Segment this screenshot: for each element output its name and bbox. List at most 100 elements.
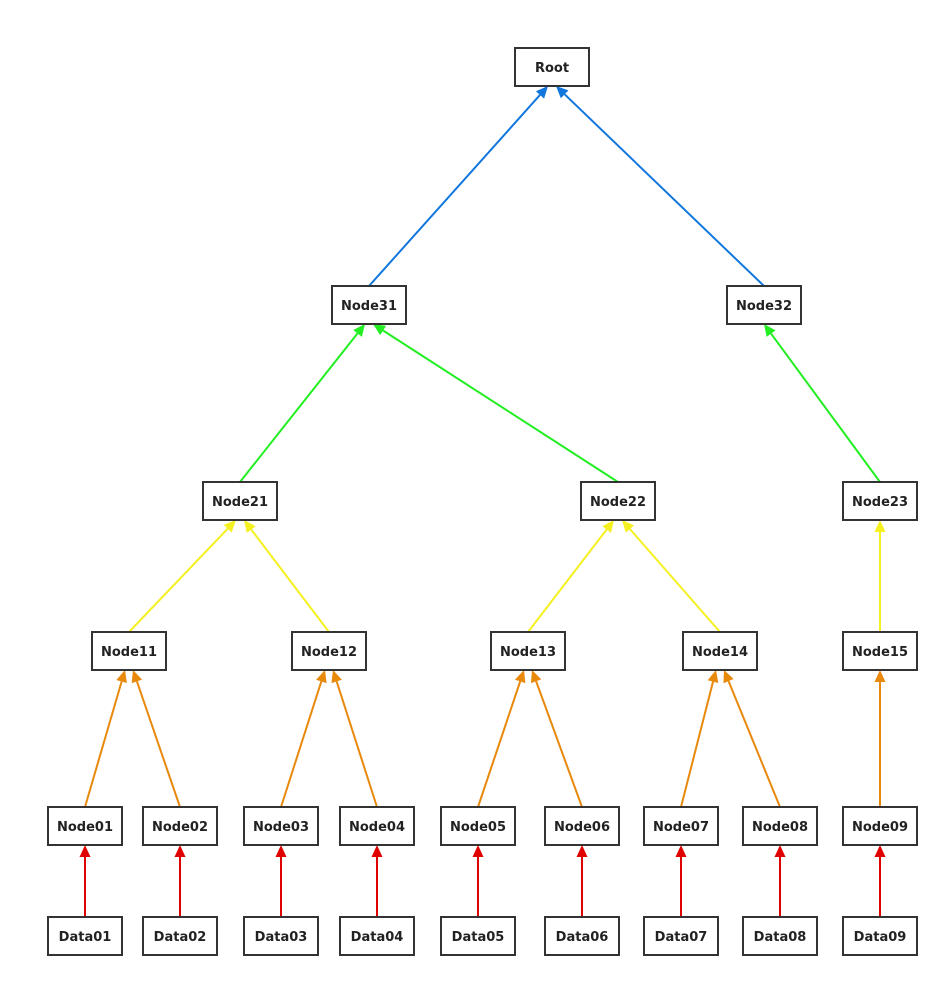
edge-line xyxy=(527,528,608,633)
node-label: Data02 xyxy=(154,930,207,945)
arrowhead xyxy=(223,520,236,533)
node-label: Root xyxy=(535,61,569,76)
edge-node09-to-node15 xyxy=(874,670,886,807)
node-label: Node09 xyxy=(852,820,908,835)
edge-line xyxy=(84,681,123,808)
node-box xyxy=(440,806,516,846)
edge-node31-to-root xyxy=(368,86,548,287)
edge-line xyxy=(128,527,229,633)
tree-node-node06: Node06 xyxy=(544,806,620,846)
edge-node07-to-node14 xyxy=(680,670,719,808)
tree-node-node05: Node05 xyxy=(440,806,516,846)
edge-line xyxy=(280,681,323,808)
arrowhead xyxy=(774,845,786,857)
tree-node-data05: Data05 xyxy=(440,916,516,956)
node-label: Node04 xyxy=(349,820,405,835)
node-box xyxy=(842,916,918,956)
arrowhead xyxy=(244,520,256,533)
node-box xyxy=(47,916,123,956)
edges-layer xyxy=(79,86,886,917)
node-label: Node23 xyxy=(852,495,908,510)
node-box xyxy=(142,916,218,956)
tree-node-data06: Data06 xyxy=(544,916,620,956)
node-box xyxy=(339,916,415,956)
edge-line xyxy=(770,333,881,483)
edge-node08-to-node14 xyxy=(723,670,781,808)
node-box xyxy=(544,806,620,846)
arrowhead xyxy=(514,670,526,684)
node-label: Data06 xyxy=(556,930,609,945)
arrowhead xyxy=(874,845,886,857)
arrowhead xyxy=(174,845,186,857)
node-label: Node14 xyxy=(692,645,748,660)
edge-line xyxy=(680,681,714,808)
edge-node13-to-node22 xyxy=(527,520,614,633)
tree-node-node04: Node04 xyxy=(339,806,415,846)
node-box xyxy=(742,806,818,846)
arrowhead xyxy=(576,845,588,857)
node-label: Node22 xyxy=(590,495,646,510)
tree-node-data07: Data07 xyxy=(643,916,719,956)
edge-line xyxy=(535,680,583,808)
arrowhead xyxy=(275,845,287,857)
node-box xyxy=(742,916,818,956)
edge-line xyxy=(382,329,619,483)
tree-node-node21: Node21 xyxy=(202,481,278,521)
edge-line xyxy=(239,332,359,483)
node-label: Node12 xyxy=(301,645,357,660)
node-box xyxy=(544,916,620,956)
tree-node-node02: Node02 xyxy=(142,806,218,846)
node-box xyxy=(842,481,918,521)
tree-node-node12: Node12 xyxy=(291,631,367,671)
arrowhead xyxy=(874,670,886,682)
arrowhead xyxy=(79,845,91,857)
tree-node-data01: Data01 xyxy=(47,916,123,956)
arrowhead xyxy=(622,520,635,533)
edge-data06-to-node06 xyxy=(576,845,588,917)
edge-line xyxy=(250,528,330,633)
node-box xyxy=(643,916,719,956)
arrowhead xyxy=(331,670,342,684)
node-box xyxy=(142,806,218,846)
node-box xyxy=(682,631,758,671)
edge-data08-to-node08 xyxy=(774,845,786,917)
node-box xyxy=(842,806,918,846)
arrowhead xyxy=(723,670,734,684)
edge-node02-to-node11 xyxy=(131,670,181,808)
edge-node23-to-node32 xyxy=(764,324,881,483)
tree-node-data04: Data04 xyxy=(339,916,415,956)
edge-data04-to-node04 xyxy=(371,845,383,917)
node-box xyxy=(339,806,415,846)
node-label: Node06 xyxy=(554,820,610,835)
node-box xyxy=(440,916,516,956)
edge-node22-to-node31 xyxy=(373,324,619,483)
tree-node-node32: Node32 xyxy=(726,285,802,325)
arrowhead xyxy=(472,845,484,857)
arrowhead xyxy=(874,520,886,532)
arrowhead xyxy=(675,845,687,857)
arrowhead xyxy=(556,86,569,99)
tree-node-node11: Node11 xyxy=(91,631,167,671)
edge-line xyxy=(563,93,765,287)
node-label: Data01 xyxy=(59,930,112,945)
tree-node-node15: Node15 xyxy=(842,631,918,671)
arrowhead xyxy=(602,520,614,533)
arrowhead xyxy=(707,670,719,683)
node-label: Data08 xyxy=(754,930,807,945)
tree-node-node07: Node07 xyxy=(643,806,719,846)
node-box xyxy=(514,47,590,87)
edge-line xyxy=(135,681,181,808)
node-label: Node13 xyxy=(500,645,556,660)
arrowhead xyxy=(373,324,387,336)
edge-data07-to-node07 xyxy=(675,845,687,917)
node-box xyxy=(291,631,367,671)
tree-node-node23: Node23 xyxy=(842,481,918,521)
tree-node-data09: Data09 xyxy=(842,916,918,956)
edge-line xyxy=(727,680,781,808)
edge-data01-to-node01 xyxy=(79,845,91,917)
edge-data02-to-node02 xyxy=(174,845,186,917)
arrowhead xyxy=(116,670,127,684)
node-label: Node31 xyxy=(341,299,397,314)
node-box xyxy=(243,916,319,956)
edge-node12-to-node21 xyxy=(244,520,330,633)
